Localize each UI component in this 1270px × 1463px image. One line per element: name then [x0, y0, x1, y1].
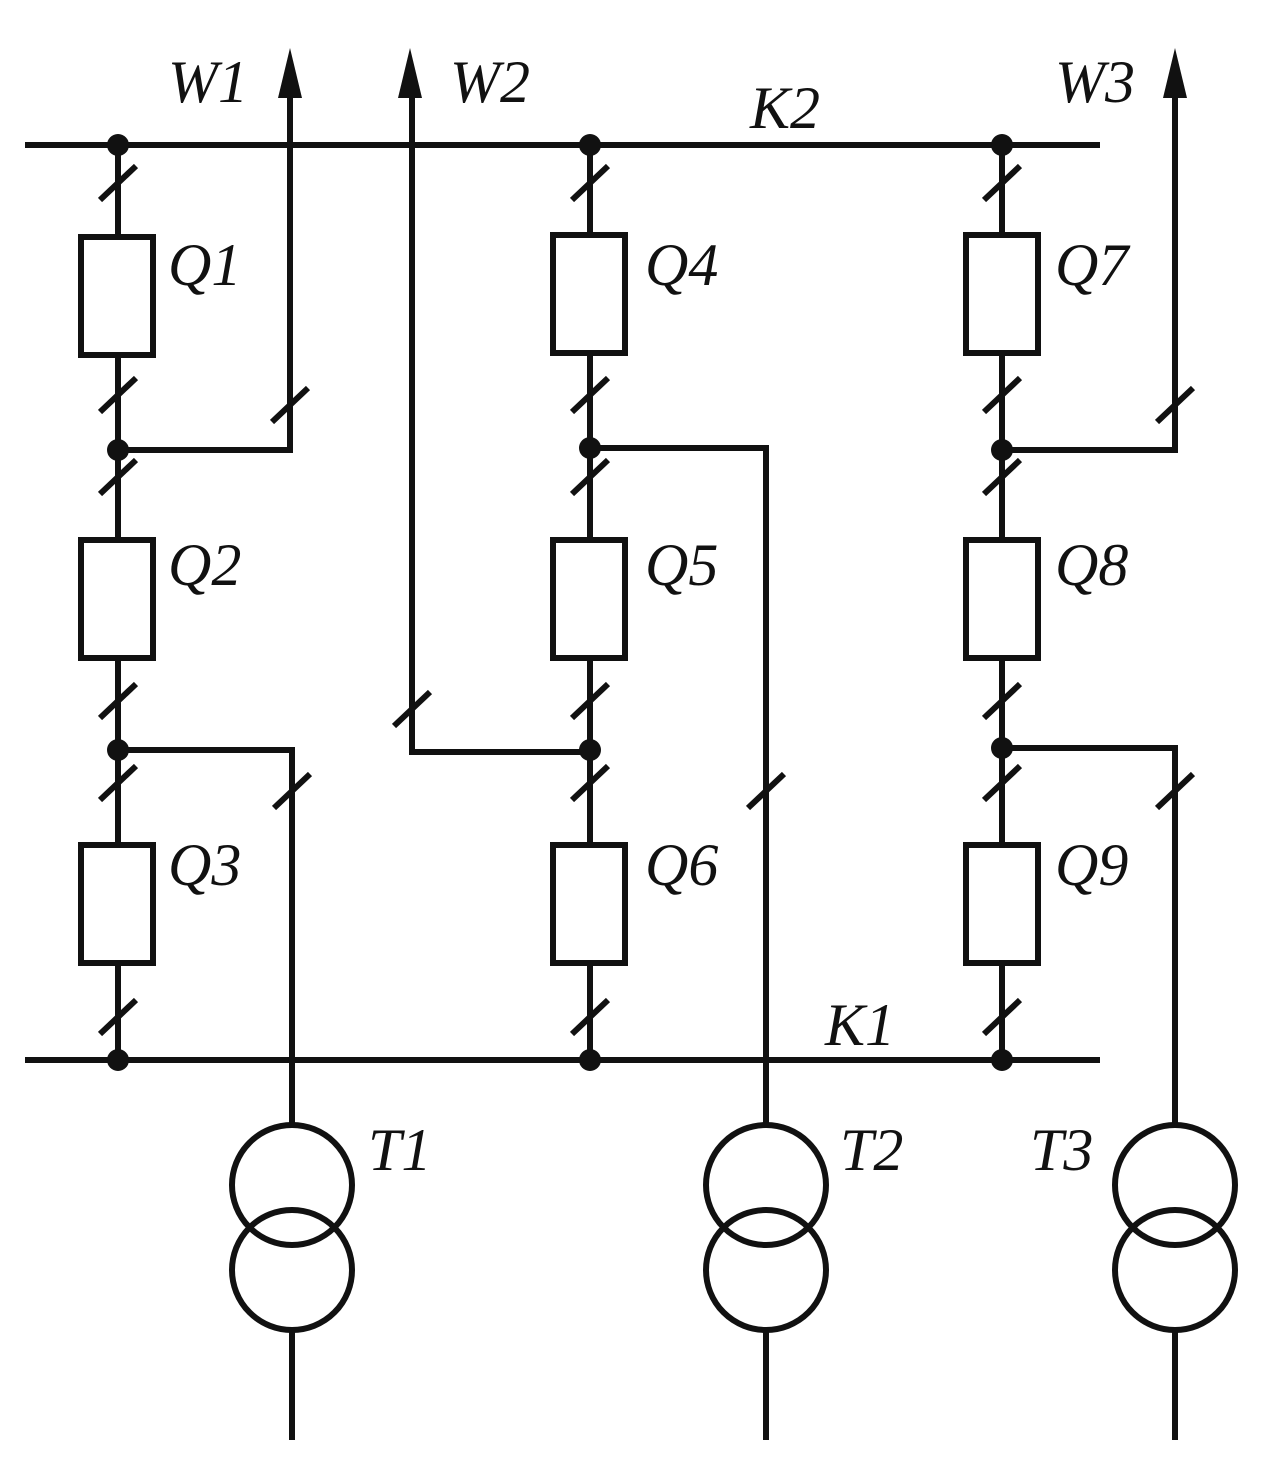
label-w2: W2 [450, 49, 530, 115]
label-q8: Q8 [1055, 532, 1128, 598]
label-w1: W1 [168, 49, 248, 115]
arrow-up-icon [278, 48, 302, 98]
transformer-t2-symbol [703, 1122, 829, 1248]
junction-dot [579, 1049, 601, 1071]
feeder-w3 [1002, 48, 1196, 453]
feeder-w1 [118, 48, 311, 453]
breaker-q2-symbol [78, 537, 156, 661]
label-t3: T3 [1030, 1117, 1093, 1183]
breaker-q8-symbol [963, 537, 1041, 661]
breaker-q9-symbol [963, 842, 1041, 966]
column-3 [963, 134, 1041, 1071]
junction-dot [579, 134, 601, 156]
label-q7: Q7 [1055, 232, 1131, 298]
arrow-up-icon [1163, 48, 1187, 98]
junction-dot [107, 1049, 129, 1071]
breaker-q6-symbol [550, 842, 628, 966]
feeder-t3 [1002, 745, 1238, 1440]
column-2 [550, 134, 628, 1071]
label-t2: T2 [840, 1117, 903, 1183]
label-k2: K2 [749, 75, 820, 141]
transformer-t3-symbol [1112, 1122, 1238, 1248]
label-t1: T1 [368, 1117, 431, 1183]
label-q2: Q2 [168, 532, 241, 598]
label-q3: Q3 [168, 832, 241, 898]
label-q6: Q6 [645, 832, 718, 898]
feeder-w2 [391, 48, 590, 755]
label-q4: Q4 [645, 232, 718, 298]
feeder-t2 [590, 445, 829, 1440]
label-w3: W3 [1055, 49, 1135, 115]
transformer-t1-symbol [229, 1122, 355, 1248]
breaker-q4-symbol [550, 232, 628, 356]
label-q1: Q1 [168, 232, 241, 298]
breaker-q3-symbol [78, 842, 156, 966]
arrow-up-icon [398, 48, 422, 98]
column-1 [78, 134, 156, 1071]
label-k1: K1 [824, 992, 895, 1058]
label-q5: Q5 [645, 532, 718, 598]
feeder-t1 [118, 747, 355, 1440]
junction-dot [107, 134, 129, 156]
breaker-q7-symbol [963, 232, 1041, 356]
junction-dot [991, 134, 1013, 156]
junction-dot [991, 1049, 1013, 1071]
breaker-q1-symbol [78, 234, 156, 358]
breaker-q5-symbol [550, 537, 628, 661]
label-q9: Q9 [1055, 832, 1128, 898]
